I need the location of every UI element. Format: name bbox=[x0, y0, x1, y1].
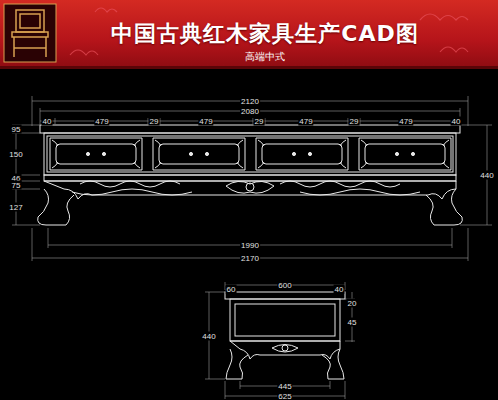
dimension-label: 479 bbox=[298, 117, 313, 126]
drawer-knob bbox=[102, 152, 105, 155]
dimension-label: 40 bbox=[334, 285, 345, 294]
dimension-label: 29 bbox=[149, 117, 160, 126]
dimension-label: 45 bbox=[347, 318, 358, 327]
drawer-knob bbox=[189, 152, 192, 155]
dimension-label: 29 bbox=[349, 117, 360, 126]
drawer-knob bbox=[205, 152, 208, 155]
drawer-panel bbox=[50, 138, 142, 170]
drawer-knob bbox=[395, 152, 398, 155]
drawer-knob bbox=[86, 152, 89, 155]
dimension-label: 60 bbox=[226, 285, 237, 294]
drawer-knob bbox=[292, 152, 295, 155]
subtitle: 高端中式 bbox=[245, 50, 285, 64]
dimension-label: 2080 bbox=[240, 107, 260, 116]
drawer-panel bbox=[256, 138, 348, 170]
dimension-label: 2120 bbox=[240, 97, 260, 106]
drawer-knob bbox=[411, 152, 414, 155]
dimension-label: 445 bbox=[277, 382, 292, 391]
dimension-label: 127 bbox=[8, 203, 23, 212]
drawer-panel bbox=[359, 138, 451, 170]
banner-title: 中国古典红木家具生产CAD图 bbox=[111, 19, 418, 49]
dimension-label: 440 bbox=[201, 332, 216, 341]
dimension-label: 479 bbox=[398, 117, 413, 126]
dimension-label: 20 bbox=[347, 299, 358, 308]
dimension-label: 40 bbox=[451, 117, 462, 126]
dimension-label: 625 bbox=[277, 392, 292, 400]
dimension-label: 75 bbox=[11, 181, 22, 190]
dimension-label: 1990 bbox=[240, 241, 260, 250]
dimension-label: 40 bbox=[42, 117, 53, 126]
dimension-label: 150 bbox=[8, 150, 23, 159]
drawer-knob bbox=[308, 152, 311, 155]
dimension-label: 95 bbox=[11, 125, 22, 134]
dimension-label: 2170 bbox=[240, 254, 260, 263]
dimension-label: 29 bbox=[254, 117, 265, 126]
dimension-label: 479 bbox=[198, 117, 213, 126]
dimension-label: 440 bbox=[479, 171, 494, 180]
drawer-panel bbox=[153, 138, 245, 170]
dimension-label: 479 bbox=[94, 117, 109, 126]
dimension-label: 600 bbox=[277, 281, 292, 290]
